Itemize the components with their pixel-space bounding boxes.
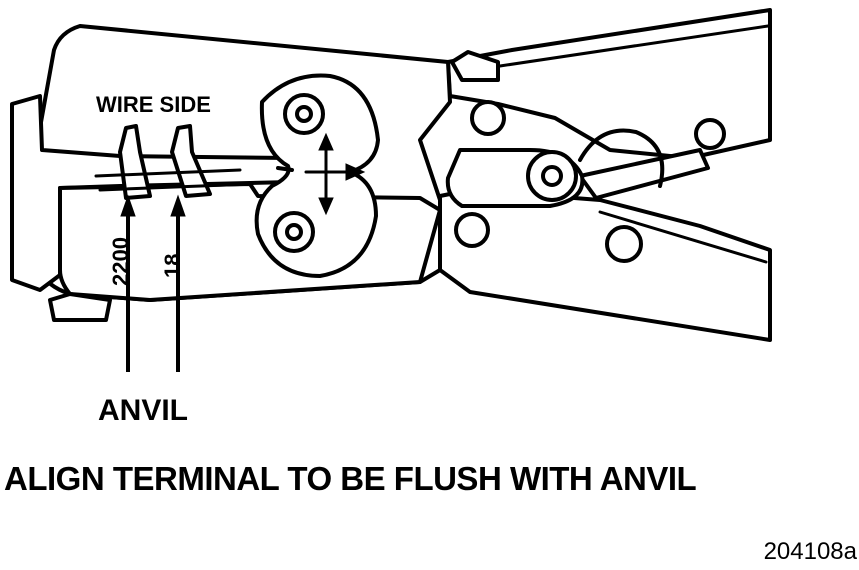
wire-side-label: WIRE SIDE — [96, 92, 211, 117]
arrow-down-head — [318, 197, 334, 216]
crimp-tool-illustration: WIRE SIDE 2200 18 ANVIL — [10, 8, 772, 427]
spring — [578, 128, 665, 188]
jaw-slot — [94, 168, 254, 192]
anvil-left — [118, 124, 152, 200]
size-label-2200: 2200 — [108, 237, 133, 286]
lower-pivot-hole — [285, 223, 303, 241]
link-bolt-lower — [454, 212, 490, 248]
arrow-horizontal-head — [345, 163, 366, 181]
anvil-label: ANVIL — [98, 394, 188, 427]
arrow-up-head — [318, 132, 334, 151]
anvil-leader-left-head — [120, 194, 136, 217]
size-label-18: 18 — [160, 254, 185, 278]
link-bolt-upper — [470, 100, 506, 136]
toggle-pivot-inner — [541, 165, 563, 187]
upper-handle-edge — [498, 24, 770, 68]
upper-handle-tip — [450, 50, 500, 82]
lower-handle-edge — [598, 210, 768, 264]
upper-handle — [446, 8, 772, 160]
upper-pivot-hole — [295, 105, 313, 123]
anvil-right — [170, 124, 212, 198]
head-foot — [48, 292, 112, 322]
side-plate-notch — [276, 166, 294, 172]
handle-bolt — [605, 225, 643, 263]
figure-id: 204108a — [763, 538, 857, 565]
anvil-leader-right-head — [170, 194, 186, 217]
handle-hinge-bar — [578, 148, 710, 200]
instruction-caption: ALIGN TERMINAL TO BE FLUSH WITH ANVIL — [4, 460, 697, 497]
handle-bolt-upper — [694, 118, 726, 150]
